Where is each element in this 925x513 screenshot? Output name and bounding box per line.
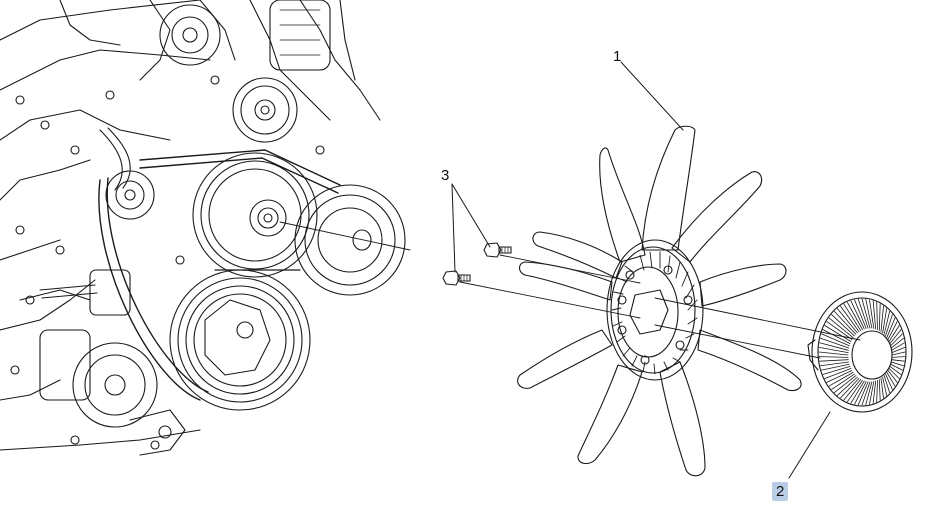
callout-label-2-highlighted: 2 (772, 482, 789, 501)
engine-front-drawing (0, 0, 406, 456)
callout-label-3: 3 (441, 167, 450, 184)
leader-lines (451, 61, 831, 479)
fan-blade-drawing (517, 125, 802, 477)
callout-label-1: 1 (613, 48, 622, 65)
fan-clutch-drawing (807, 291, 913, 413)
bolt-drawing (442, 242, 512, 286)
alignment-lines (279, 221, 861, 359)
